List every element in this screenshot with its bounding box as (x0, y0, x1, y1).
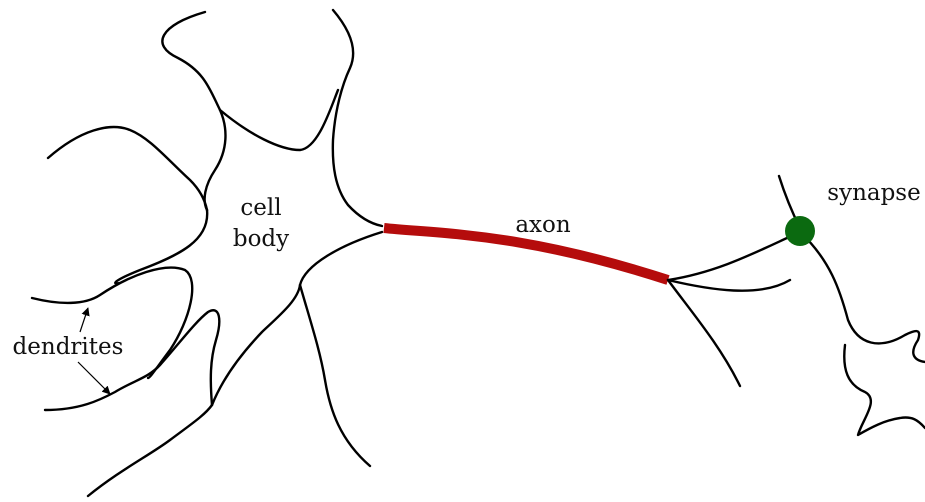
axon-label: axon (515, 212, 571, 238)
dendrite-top-inner (220, 90, 338, 150)
synapse-label: synapse (827, 180, 920, 206)
synapse-node (785, 216, 815, 246)
dendrites-label: dendrites (13, 334, 124, 360)
dendrites-arrow-upper (80, 308, 88, 332)
axon-terminal (668, 232, 800, 386)
post-synaptic-body (800, 232, 925, 362)
cell-body-label-line2: body (233, 226, 289, 252)
terminal-branch-upper (668, 232, 800, 280)
dendrite-left-middle (32, 268, 192, 378)
dendrite-top-left (162, 12, 225, 210)
cell-body-label-line1: cell (240, 195, 281, 221)
soma-bottom (212, 232, 382, 405)
dendrites-arrow-lower (78, 362, 110, 394)
dendrite-bottom-right (300, 285, 370, 466)
dendrite-bottom-left (88, 405, 212, 496)
soma-left-side (115, 210, 207, 283)
dendrite-top-right (333, 10, 382, 226)
terminal-branch-middle (668, 280, 790, 291)
dendrite-left-upper (48, 127, 207, 210)
dendrite-left-lower (45, 310, 219, 410)
post-synaptic-neuron (779, 176, 925, 435)
post-synaptic-lower (844, 345, 925, 435)
terminal-branch-lower (668, 280, 740, 386)
cell-body-outline (32, 10, 382, 496)
